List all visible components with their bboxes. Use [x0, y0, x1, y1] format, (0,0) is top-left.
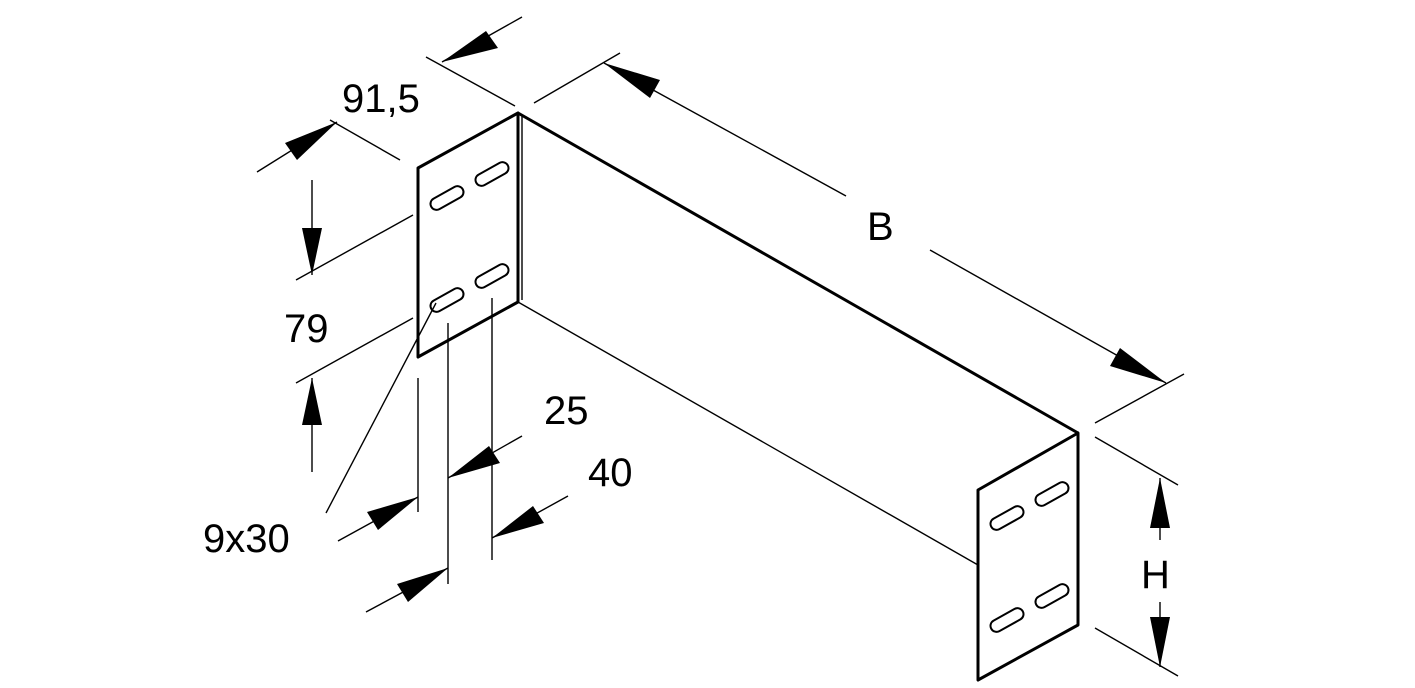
slot [474, 161, 510, 187]
extension-line [295, 317, 414, 384]
arrowhead [367, 497, 418, 530]
slot-pitch-label: 40 [588, 451, 633, 495]
extension-line [1094, 627, 1179, 677]
front-plate-bottom-edge [517, 301, 979, 566]
extension-line [1094, 373, 1185, 424]
left-flange-plate [416, 111, 520, 359]
height-label: H [1141, 553, 1170, 597]
arrowhead [448, 446, 500, 478]
arrowhead [1150, 617, 1170, 667]
front-plate-top-edge [517, 111, 1079, 435]
leader-line [325, 302, 437, 514]
extension-line [295, 214, 414, 281]
arrowhead [302, 378, 322, 425]
dimension-slot-size [325, 302, 437, 514]
width-label: B [867, 205, 894, 249]
slot [989, 505, 1025, 531]
slot [1034, 583, 1070, 609]
right-flange-slots [989, 481, 1070, 633]
left-flange-slots [429, 161, 510, 313]
arrowhead [492, 506, 544, 538]
extension-line [533, 52, 621, 104]
arrowhead [1150, 478, 1170, 528]
dimension-flange-width [256, 16, 523, 173]
slots [429, 161, 1070, 633]
arrowhead [302, 228, 322, 275]
slot [1034, 481, 1070, 507]
dimension-height [1094, 436, 1179, 677]
arrowhead [442, 31, 498, 62]
extension-line [1094, 436, 1179, 486]
arrowhead [1110, 348, 1166, 383]
arrowhead [285, 122, 337, 160]
flange-width-label: 91,5 [342, 77, 420, 121]
edge-to-slot-label: 25 [544, 389, 589, 433]
slot-size-label: 9x30 [203, 517, 290, 561]
arrowhead [604, 63, 660, 98]
dimension-slot-offsets [337, 298, 569, 613]
part-outline [416, 111, 1080, 682]
slot-spacing-label: 79 [284, 307, 329, 351]
slot [429, 185, 465, 211]
slot [989, 607, 1025, 633]
dimension-width [533, 52, 1185, 424]
right-flange-plate [976, 431, 1080, 682]
slot [429, 287, 465, 313]
dimension-slot-spacing [295, 180, 414, 472]
extension-line [329, 119, 401, 161]
extension-line [425, 56, 516, 107]
slot [474, 263, 510, 289]
arrowhead [397, 568, 448, 602]
